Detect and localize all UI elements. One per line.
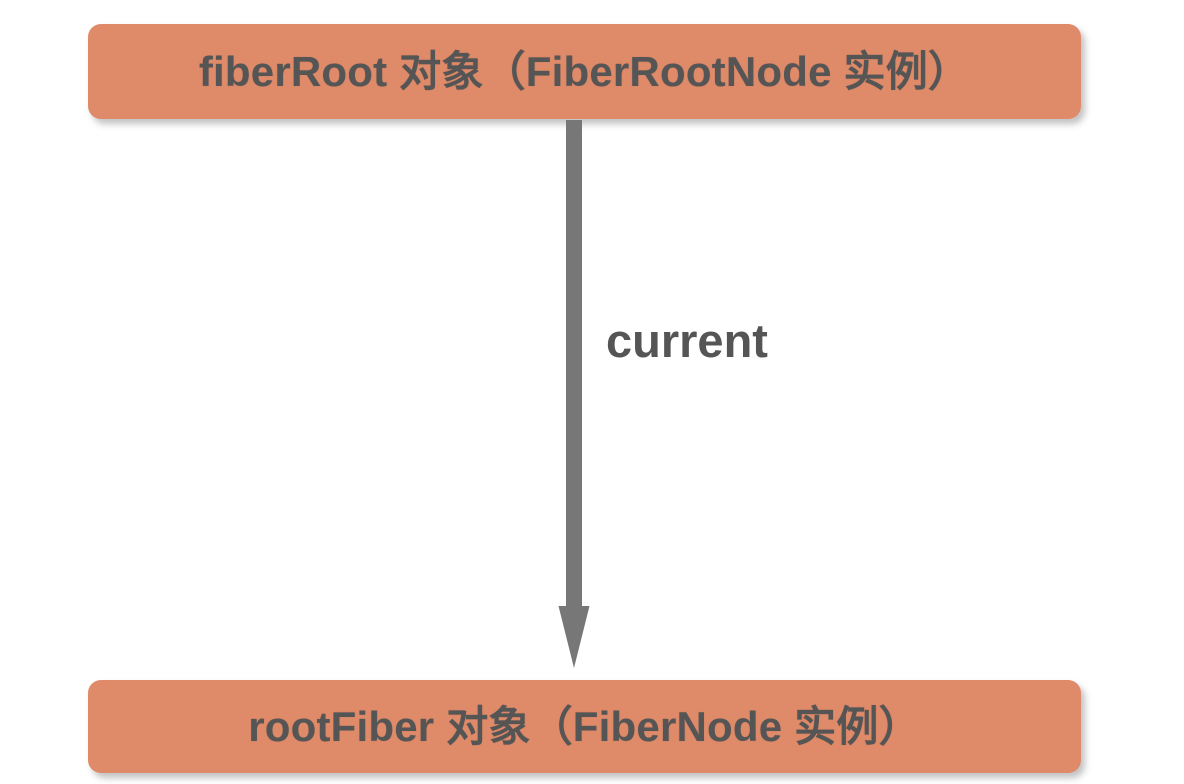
node-root-fiber[interactable]: rootFiber 对象（FiberNode 实例）	[88, 680, 1081, 773]
node-fiber-root-label: fiberRoot 对象（FiberRootNode 实例）	[198, 47, 971, 95]
node-fiber-root[interactable]: fiberRoot 对象（FiberRootNode 实例）	[88, 24, 1081, 119]
node-root-fiber-label: rootFiber 对象（FiberNode 实例）	[248, 702, 921, 750]
current-arrow-icon	[558, 120, 590, 668]
edge-label-current: current	[606, 314, 768, 367]
